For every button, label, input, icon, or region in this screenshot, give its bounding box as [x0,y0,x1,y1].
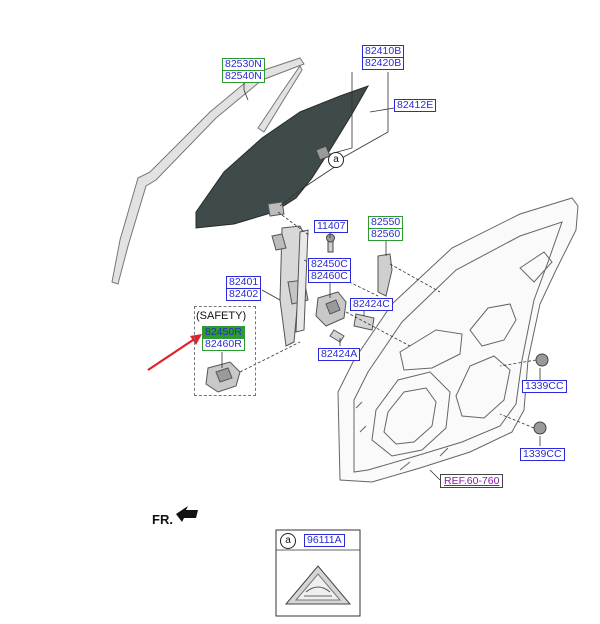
callout-a: a [328,152,344,168]
label-group-82401: 82401 82402 [226,276,262,301]
part-label-82402[interactable]: 82402 [226,289,262,301]
label-group-82450R: 82450R 82460R [202,326,245,351]
glass-lower-bracket [267,201,285,217]
part-label-82420B[interactable]: 82420B [362,58,405,70]
part-label-1339CC-lower[interactable]: 1339CC [520,448,565,461]
label-group-82550: 82550 82560 [368,216,404,241]
part-label-82401[interactable]: 82401 [226,276,262,289]
callout-a-sheet: a [280,533,296,549]
part-label-82460R[interactable]: 82460R [202,339,245,351]
part-label-1339CC-upper[interactable]: 1339CC [522,380,567,393]
part-label-82410B[interactable]: 82410B [362,45,405,58]
door-panel [337,197,579,483]
label-group-82530N: 82530N 82540N [222,58,265,83]
reference-link[interactable]: REF.60-760 [440,474,504,488]
part-label-82450C[interactable]: 82450C [308,258,351,271]
bolt-1339CC-upper [535,353,549,367]
part-label-82540N[interactable]: 82540N [222,71,265,83]
glass-run-channel [111,57,305,285]
part-label-11407[interactable]: 11407 [314,220,349,233]
part-label-96111A[interactable]: 96111A [304,534,345,547]
part-label-82530N[interactable]: 82530N [222,58,265,71]
part-label-82412E[interactable]: 82412E [394,99,437,112]
stopper-82424A [329,329,345,343]
part-label-82424A[interactable]: 82424A [318,348,361,361]
safety-group-box [194,306,256,396]
part-82550 [377,253,393,297]
bolt-11407 [326,233,335,253]
safety-motor [205,361,241,393]
part-label-82450R[interactable]: 82450R [202,326,245,339]
part-label-82550[interactable]: 82550 [368,216,404,229]
bolt-1339CC-lower [533,421,547,435]
label-group-82410B: 82410B 82420B [362,45,405,70]
label-group-82450C: 82450C 82460C [308,258,351,283]
leader-lines [221,72,541,481]
door-glass [195,85,370,229]
part-label-82560[interactable]: 82560 [368,229,404,241]
front-marker: FR. [152,512,173,527]
front-direction-arrow-icon [176,506,198,522]
part-label-82460C[interactable]: 82460C [308,271,351,283]
window-regulator [271,225,309,347]
red-pointer-arrow [147,334,202,371]
regulator-motor [315,291,347,327]
safety-heading: (SAFETY) [196,310,247,322]
part-label-82424C[interactable]: 82424C [350,298,393,311]
